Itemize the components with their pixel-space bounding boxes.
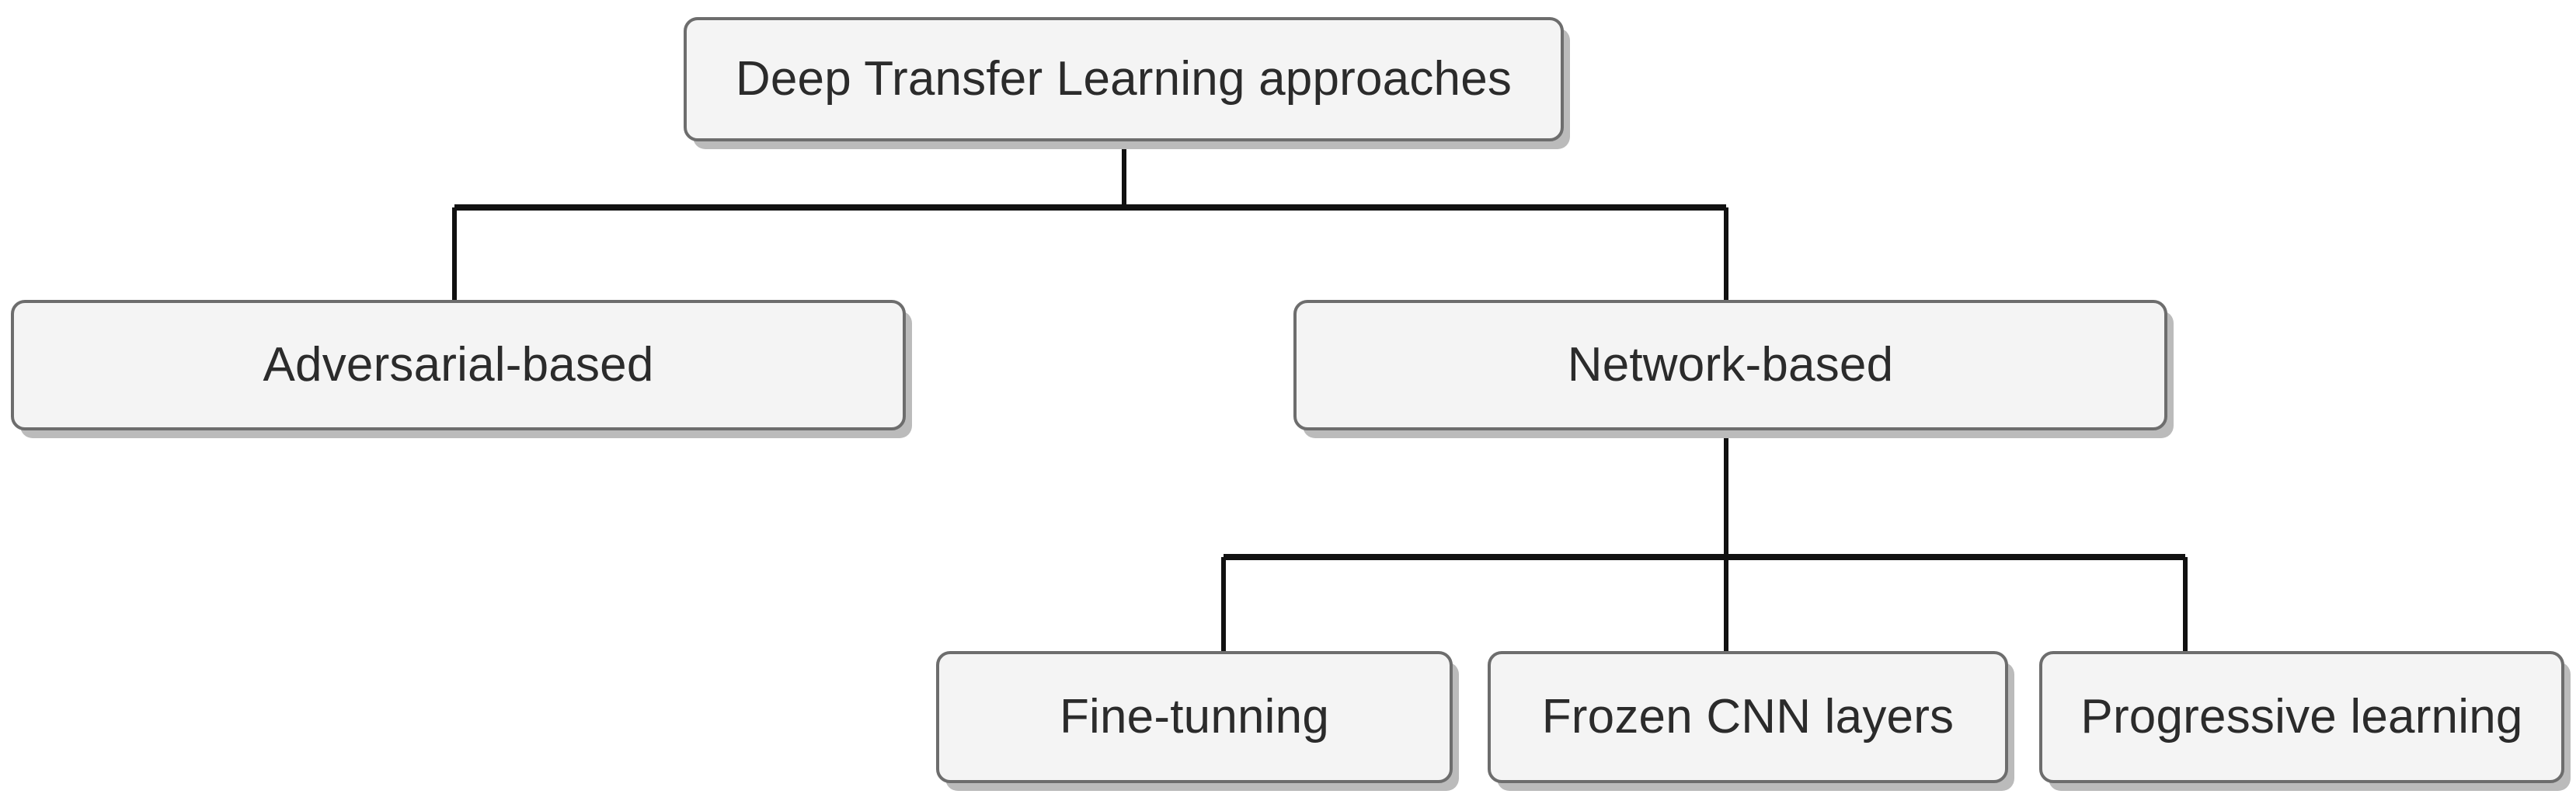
node-progressive-learning[interactable]: Progressive learning: [2039, 651, 2564, 783]
node-root-label: Deep Transfer Learning approaches: [735, 52, 1513, 106]
node-root[interactable]: Deep Transfer Learning approaches: [684, 17, 1564, 141]
node-adversarial-based[interactable]: Adversarial-based: [11, 300, 906, 430]
node-fine-tunning-label: Fine-tunning: [1059, 690, 1330, 744]
node-network-based[interactable]: Network-based: [1293, 300, 2167, 430]
node-adversarial-based-label: Adversarial-based: [263, 338, 654, 392]
node-frozen-cnn-layers[interactable]: Frozen CNN layers: [1488, 651, 2008, 783]
node-network-based-label: Network-based: [1567, 338, 1894, 392]
node-fine-tunning[interactable]: Fine-tunning: [936, 651, 1453, 783]
node-frozen-cnn-layers-label: Frozen CNN layers: [1541, 690, 1955, 744]
node-progressive-learning-label: Progressive learning: [2080, 690, 2523, 744]
